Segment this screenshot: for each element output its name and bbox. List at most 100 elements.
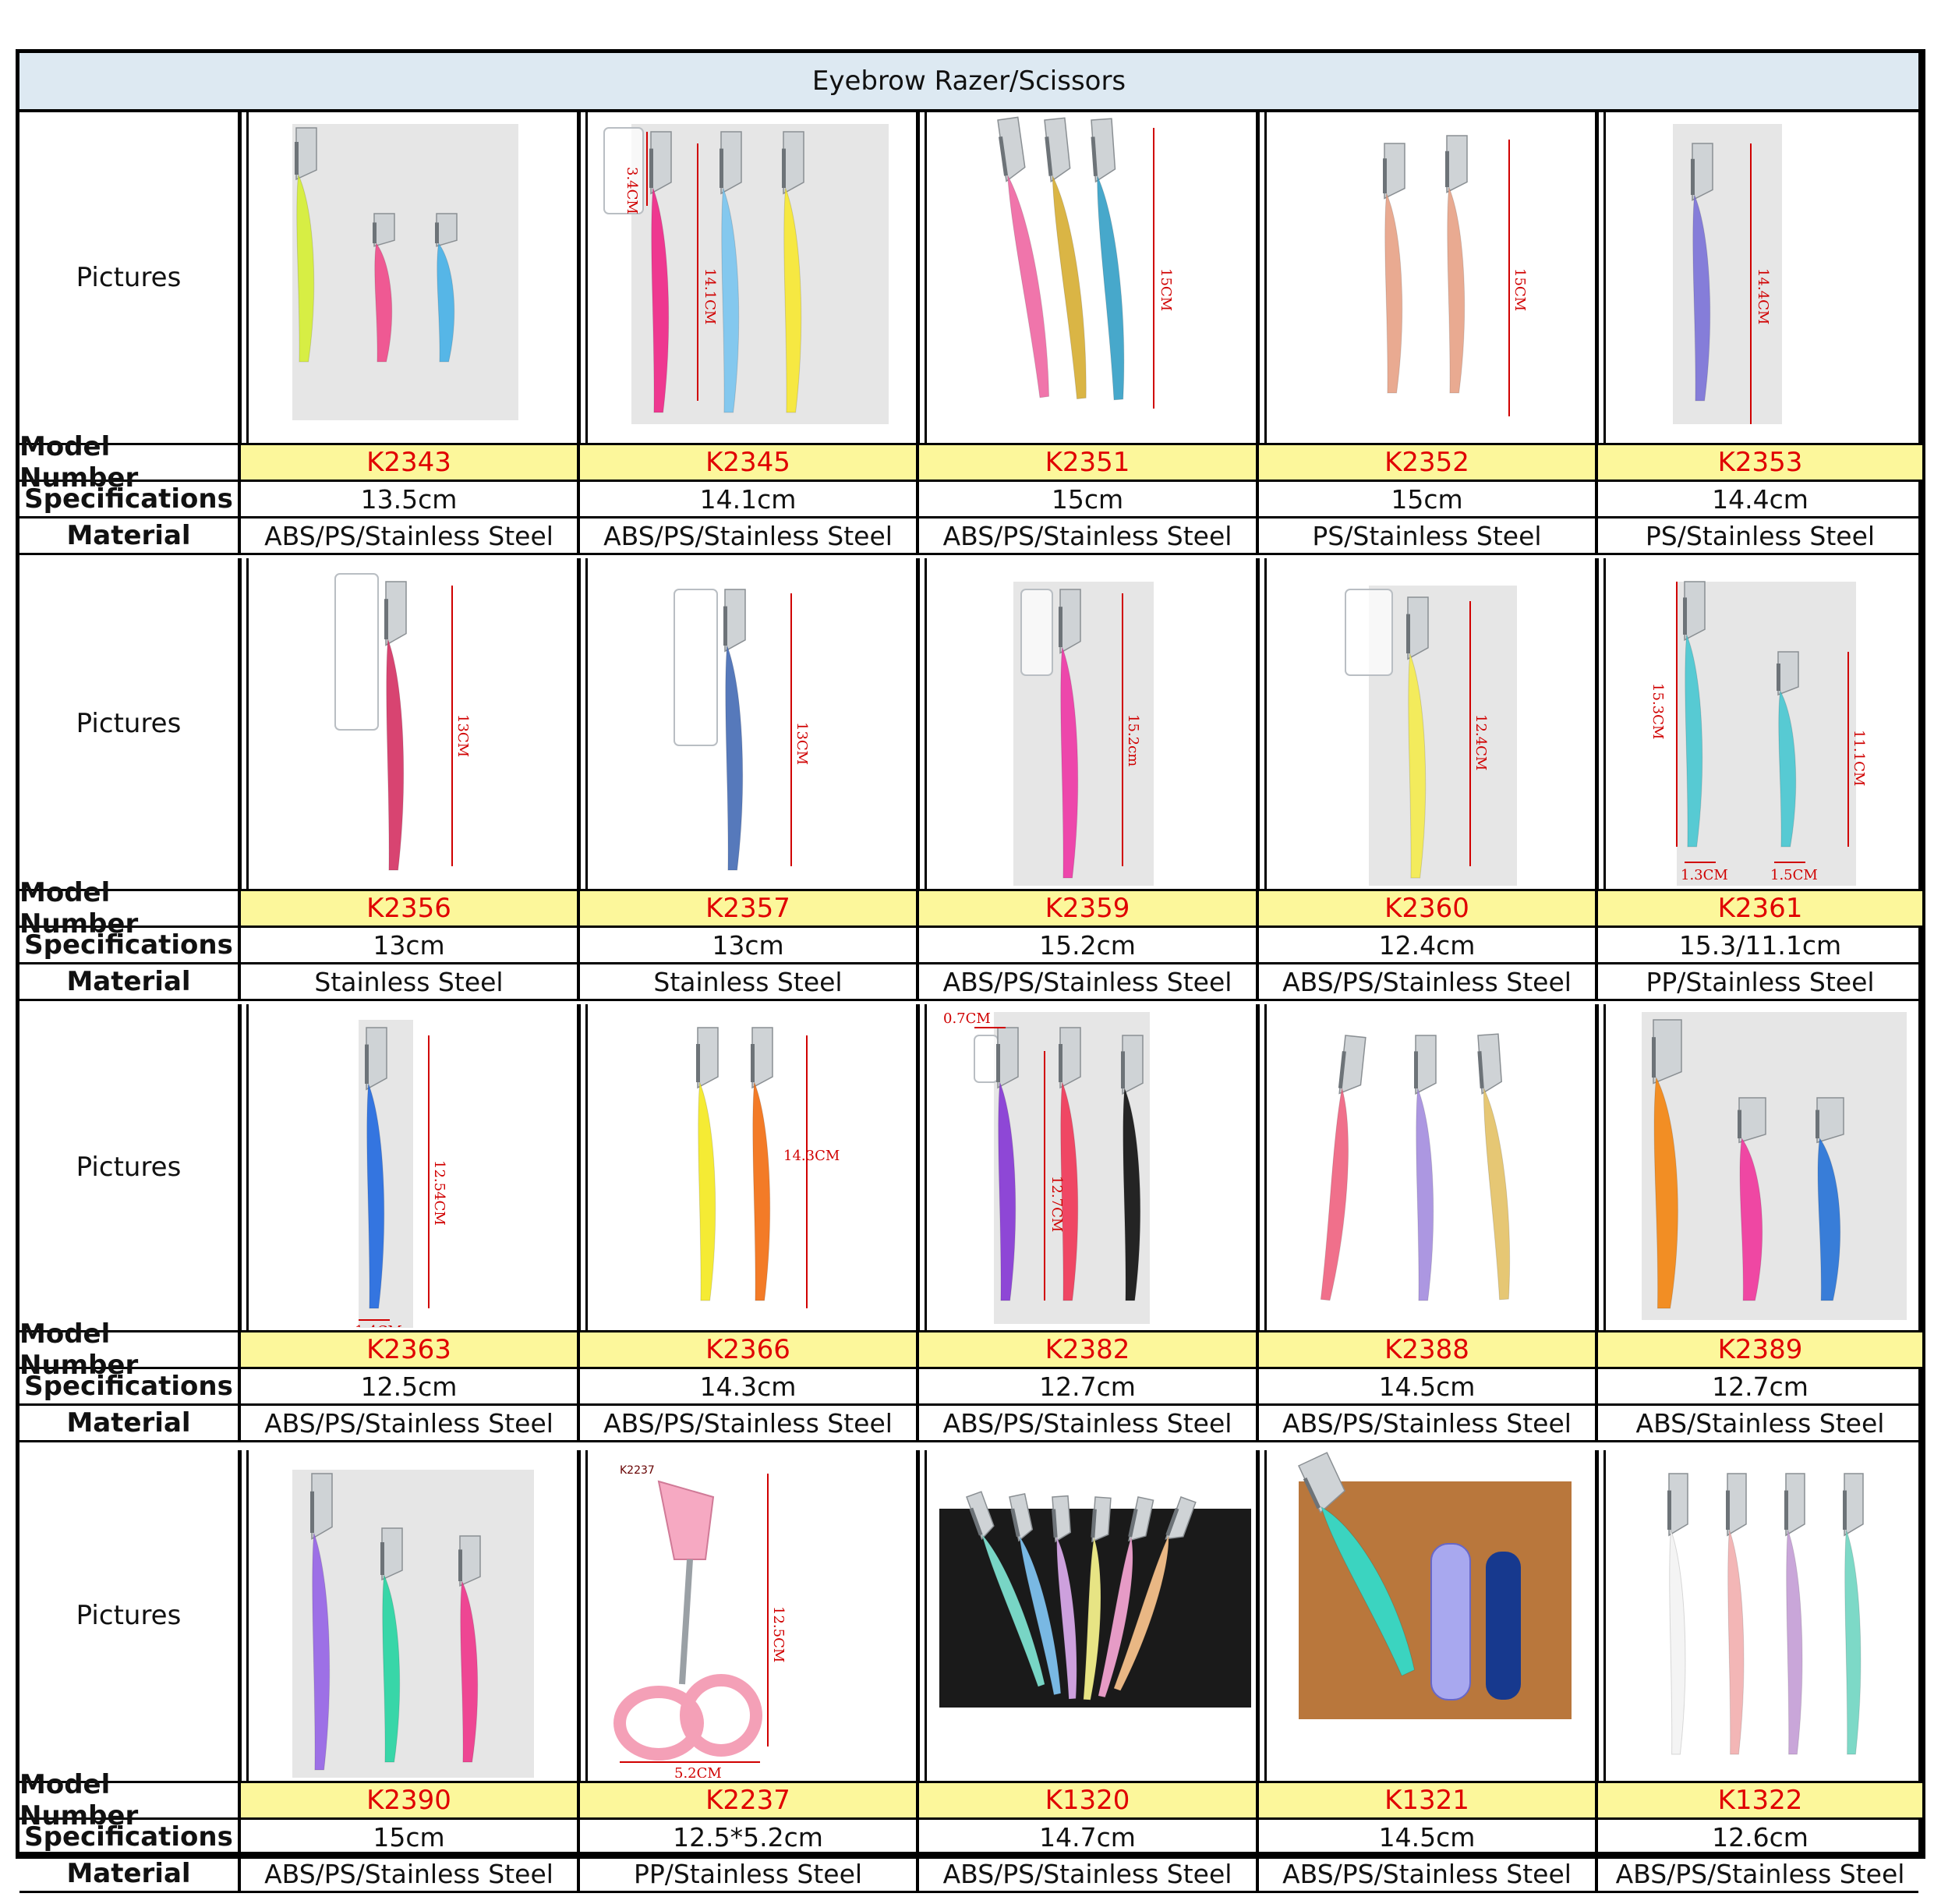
product-photo-k2366: 14.3CM (696, 1027, 840, 1308)
model-number-value: K2359 (916, 891, 1256, 925)
blade-cover (1345, 589, 1393, 676)
razor-shape (1052, 1495, 1077, 1700)
razor-shape (1383, 143, 1405, 394)
product-photo-cell (916, 1450, 1256, 1781)
model-number-value: K2360 (1256, 891, 1595, 925)
specification-value: 14.7cm (916, 1820, 1256, 1854)
product-photo-cell (1256, 1004, 1595, 1330)
model-number-value: K1321 (1256, 1783, 1595, 1817)
razor-shape (1683, 581, 1706, 848)
photo-background (1369, 586, 1517, 886)
razor-shape (1113, 1496, 1197, 1692)
product-photo-cell: 14.3CM (577, 1004, 916, 1330)
model-number-value: K2351 (916, 445, 1256, 480)
product-photo-k2351: 15CM (997, 116, 1174, 409)
blade-cover (674, 589, 718, 746)
razor-shape (1406, 596, 1429, 879)
razor-shape (365, 1027, 387, 1309)
model-number-value: K2382 (916, 1332, 1256, 1367)
material-value: ABS/PS/Stainless Steel (577, 1406, 916, 1440)
model-number-value: K2343 (238, 445, 577, 480)
specification-value: 14.1cm (577, 482, 916, 516)
model-number-value: K2345 (577, 445, 916, 480)
material-value: ABS/PS/Stainless Steel (916, 1406, 1256, 1440)
razor-shape (1691, 143, 1713, 402)
model-number-value: K2356 (238, 891, 577, 925)
pictures-label: Pictures (76, 262, 182, 293)
product-photo-k2353: 14.4CM (1691, 143, 1771, 424)
razor-shape (1816, 1097, 1844, 1301)
specification-value: 13cm (238, 928, 577, 962)
model-number-value: K2363 (238, 1332, 577, 1367)
material-label: Material (66, 1407, 191, 1439)
product-photo-cell (1595, 1450, 1922, 1781)
specification-value: 12.7cm (1595, 1369, 1922, 1403)
dimension-label: 12.4CM (1473, 714, 1489, 770)
razor-shape (1777, 651, 1799, 848)
dimension-label: 15.2cm (1125, 714, 1141, 766)
model-number-label: Model Number (19, 1318, 139, 1381)
razor-shape (1652, 1019, 1682, 1309)
material-value: ABS/PS/Stainless Steel (916, 1856, 1256, 1891)
dimension-label: 15CM (1158, 268, 1174, 311)
razor-shape (649, 131, 672, 413)
dimension-label: 13CM (794, 722, 810, 765)
dimension-label: 14.4CM (1755, 268, 1771, 324)
razor-shape (295, 127, 317, 363)
product-photo-k2390 (310, 1473, 481, 1771)
material-value: PS/Stainless Steel (1595, 518, 1922, 553)
specification-value: 15cm (916, 482, 1256, 516)
model-number-value: K2366 (577, 1332, 916, 1367)
specification-value: 13.5cm (238, 482, 577, 516)
material-value: ABS/PS/Stainless Steel (238, 518, 577, 553)
model-number-value: K2390 (238, 1783, 577, 1817)
material-value: ABS/PS/Stainless Steel (1256, 1856, 1595, 1891)
product-photo-k2356: 13CM (334, 573, 471, 871)
model-number-value: K2388 (1256, 1332, 1595, 1367)
pictures-label: Pictures (76, 1152, 182, 1183)
product-photo-k2388 (1320, 1033, 1511, 1301)
material-value: ABS/PS/Stainless Steel (577, 518, 916, 553)
tag-label: K2237 (620, 1464, 655, 1477)
dimension-label: 1.5CM (1770, 867, 1818, 883)
material-value: ABS/PS/Stainless Steel (1256, 1406, 1595, 1440)
model-number-value: K2357 (577, 891, 916, 925)
dimension-label: 14.3CM (783, 1148, 840, 1164)
pictures-label: Pictures (76, 708, 182, 739)
material-value: ABS/PS/Stainless Steel (916, 964, 1256, 999)
dimension-label: 5.2CM (674, 1765, 722, 1778)
specification-value: 15.3/11.1cm (1595, 928, 1922, 962)
material-value: PP/Stainless Steel (577, 1856, 916, 1891)
razor-shape (1059, 1027, 1081, 1301)
dimension-label: 15CM (1511, 268, 1528, 311)
material-value: Stainless Steel (238, 964, 577, 999)
blade-cover (603, 127, 644, 214)
razor-shape (1477, 1033, 1511, 1301)
material-label: Material (66, 1858, 191, 1889)
model-number-value: K2352 (1256, 445, 1595, 480)
razor-shape (751, 1027, 773, 1301)
razor-shape (1320, 1035, 1367, 1301)
dimension-label: 15.3CM (1649, 683, 1666, 739)
product-photo-k2360: 12.4CM (1345, 589, 1489, 879)
product-photo-cell: 14.4CM (1595, 112, 1922, 443)
specification-value: 15cm (238, 1820, 577, 1854)
razor-shape (435, 213, 458, 363)
razor-shape (1059, 589, 1081, 879)
material-value: PS/Stainless Steel (1256, 518, 1595, 553)
product-photo-k2357: 13CM (674, 589, 810, 871)
razor-shape (997, 116, 1050, 398)
model-number-label: Model Number (19, 1769, 139, 1831)
